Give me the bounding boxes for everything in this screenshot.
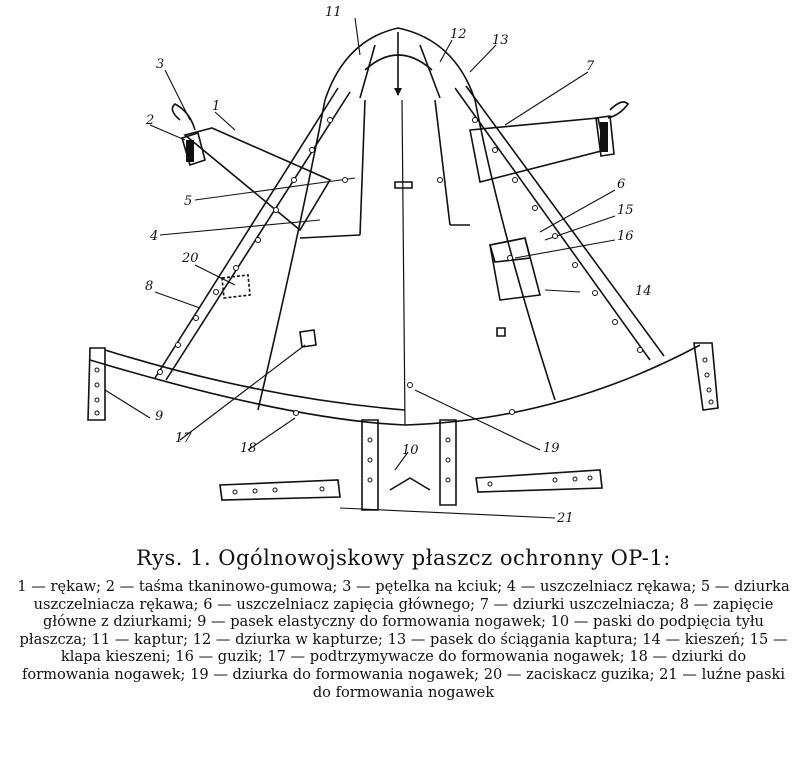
legend-entry: 10 — paski do podpięcia tyłu płaszcza; <box>19 613 764 648</box>
figure-caption-title: Rys. 1. Ogólnowojskowy płaszcz ochronny … <box>136 546 671 570</box>
loose-strap-right <box>475 469 603 493</box>
label-13: 13 <box>492 33 509 48</box>
left-sleeve <box>183 127 332 232</box>
label-20: 20 <box>181 251 199 266</box>
legend-entry: 16 — guzik; <box>175 648 263 666</box>
legend-entry: 14 — kieszeń; <box>642 630 746 648</box>
label-4: 4 <box>149 229 158 244</box>
legend-entry: 4 — uszczelniacz rękawa; <box>506 578 697 595</box>
label-9: 9 <box>155 409 163 424</box>
legend-entry: 7 — dziurki uszczelniacza; <box>479 595 676 613</box>
body-left-edge <box>257 99 326 411</box>
bottom-hem <box>89 344 701 426</box>
right-cuff <box>595 115 615 157</box>
label-3: 3 <box>156 57 164 72</box>
right-strip-inner <box>465 85 665 357</box>
label-5: 5 <box>184 194 192 209</box>
legend-entry: 15 — klapa kieszeni; <box>60 630 788 666</box>
label-6: 6 <box>617 177 625 192</box>
label-8: 8 <box>145 279 153 294</box>
legend-entry: 21 — luźne paski do formowania nogawek <box>312 665 786 701</box>
closure-strip-inner <box>165 91 351 381</box>
right-strip-outer <box>454 87 651 361</box>
legend-entry: 1 — rękaw; <box>17 578 102 595</box>
legend-entry: 18 — dziurki do formowania nogawek; <box>21 648 747 683</box>
hood-outline <box>324 27 476 101</box>
body-right-edge <box>474 99 556 401</box>
legend-entry: 11 — kaptur; <box>91 630 189 648</box>
label-14: 14 <box>635 284 652 299</box>
legend-entry: 9 — pasek elastyczny do formowania nogaw… <box>197 613 546 631</box>
legend-entry: 6 — uszczelniacz zapięcia głównego; <box>203 595 476 613</box>
loose-strap-left <box>219 479 341 501</box>
left-thumb-loop <box>171 103 196 131</box>
label-11: 11 <box>325 5 342 20</box>
label-12: 12 <box>450 27 467 42</box>
back-strap-right <box>439 419 457 506</box>
left-leg-tab <box>87 347 106 421</box>
legend-entry: 12 — dziurka w kapturze; <box>192 630 383 648</box>
label-2: 2 <box>145 113 154 128</box>
legend-entry: 13 — pasek do ściągania kaptura; <box>387 630 638 648</box>
legend-entry: 8 — zapięcie główne z dziurkami; <box>43 595 774 631</box>
legend-entry: 20 — zaciskacz guzika; <box>483 665 655 683</box>
label-18: 18 <box>240 441 257 456</box>
label-19: 19 <box>543 441 560 456</box>
legend-entry: 17 — podtrzymywacze do formowania nogawe… <box>267 648 625 666</box>
legend-entry: 3 — pętelka na kciuk; <box>342 578 503 595</box>
back-strap-left <box>361 419 379 511</box>
label-15: 15 <box>617 203 634 218</box>
label-7: 7 <box>586 59 595 74</box>
label-17: 17 <box>175 431 192 446</box>
closure-strip-outer <box>154 87 339 379</box>
right-thumb-loop <box>607 101 630 119</box>
label-10: 10 <box>402 443 419 458</box>
button-clamp <box>221 274 251 299</box>
legend-entry: 19 — dziurka do formowania nogawek; <box>190 665 480 683</box>
right-leg-tab <box>693 342 719 411</box>
pocket-flap <box>488 237 531 263</box>
label-16: 16 <box>617 229 634 244</box>
legend-entry: 2 — taśma tkaninowo-gumowa; <box>105 578 338 595</box>
label-21: 21 <box>556 511 574 526</box>
figure-legend: 1 — rękaw; 2 — taśma tkaninowo-gumowa; 3… <box>16 578 791 701</box>
label-1: 1 <box>212 99 220 114</box>
cloak-diagram: 11 12 13 3 1 2 7 5 6 4 15 20 16 8 14 9 1… <box>87 5 719 526</box>
legend-entry: 5 — dziurka uszczelniacza rękawa; <box>33 578 790 613</box>
centre-seam <box>401 99 406 426</box>
